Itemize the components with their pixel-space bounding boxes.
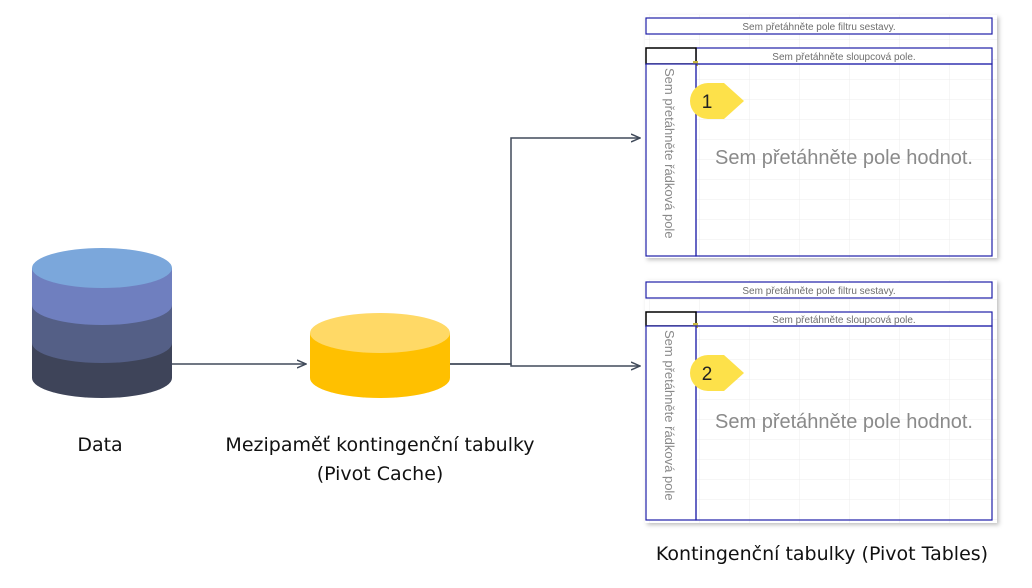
connector-cache-to-pivot-2 <box>450 364 640 366</box>
pivot-table-1: Sem přetáhněte pole filtru sestavy. Sem … <box>645 15 997 258</box>
pivot-table-2: Sem přetáhněte pole filtru sestavy. Sem … <box>645 280 997 523</box>
active-cell[interactable] <box>645 311 697 327</box>
connector-cache-to-pivot-1 <box>450 138 640 365</box>
column-area-text: Sem přetáhněte sloupcová pole. <box>772 315 915 326</box>
row-area-text: Sem přetáhněte řádková pole <box>662 330 677 501</box>
pivot-cache-icon <box>310 313 450 398</box>
pivot-cache-label-line2: (Pivot Cache) <box>316 463 444 485</box>
pivot-cache-label: Mezipaměť kontingenční tabulky (Pivot Ca… <box>180 431 580 489</box>
active-cell[interactable] <box>645 47 697 65</box>
row-area[interactable] <box>645 63 697 257</box>
connectors <box>172 138 640 366</box>
values-area-text: Sem přetáhněte pole hodnot. <box>715 411 973 433</box>
filter-area[interactable] <box>645 17 993 35</box>
badge-number: 2 <box>702 364 713 385</box>
database-icon <box>32 248 172 398</box>
row-area-text: Sem přetáhněte řádková pole <box>662 68 677 239</box>
data-label: Data <box>77 434 123 456</box>
filter-area[interactable] <box>645 281 993 299</box>
callout-badge-1: 1 <box>690 83 744 119</box>
pivot-tables-label: Kontingenční tabulky (Pivot Tables) <box>655 543 989 565</box>
values-area[interactable] <box>695 63 993 257</box>
pivot-cache-label-line1: Mezipaměť kontingenční tabulky <box>225 434 535 456</box>
values-area[interactable] <box>695 325 993 521</box>
badge-number: 1 <box>702 92 713 113</box>
filter-area-text: Sem přetáhněte pole filtru sestavy. <box>742 286 895 297</box>
filter-area-text: Sem přetáhněte pole filtru sestavy. <box>742 22 895 33</box>
callout-badge-2: 2 <box>690 355 744 391</box>
values-area-text: Sem přetáhněte pole hodnot. <box>715 147 973 169</box>
column-area-text: Sem přetáhněte sloupcová pole. <box>772 52 915 63</box>
